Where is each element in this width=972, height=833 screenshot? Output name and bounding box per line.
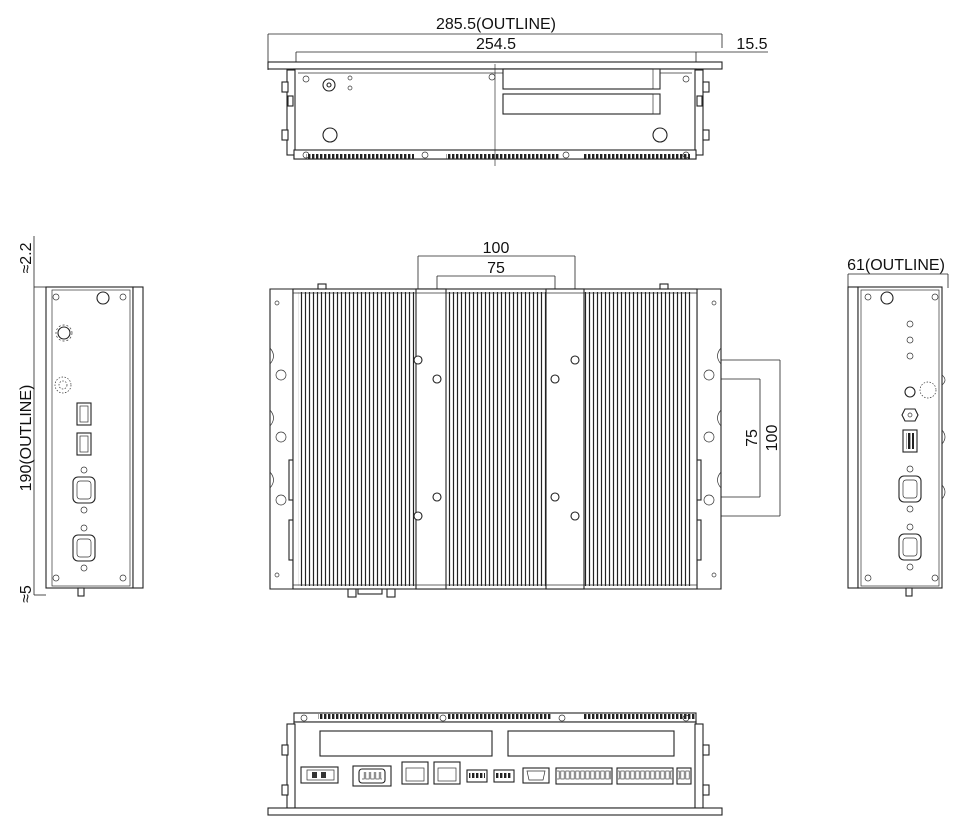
left-height-dim: 190(OUTLINE)	[18, 385, 35, 492]
top-flange-dim: 15.5	[736, 36, 767, 53]
front-io-view	[267, 712, 723, 816]
top-inner-dim: 254.5	[476, 36, 516, 53]
side-depth-dim: 61(OUTLINE)	[847, 257, 945, 274]
right-side-view: 61(OUTLINE)	[847, 257, 949, 597]
center-bottom-view: 100 75 75 100	[269, 240, 781, 598]
mount-outer-height-dim: 100	[764, 425, 781, 452]
mount-inner-width-dim: 75	[487, 260, 505, 277]
mount-outer-width-dim: 100	[483, 240, 510, 257]
mount-inner-height-dim: 75	[744, 429, 761, 447]
top-view: 285.5(OUTLINE) 254.5 15.5	[267, 16, 768, 166]
left-side-view: ≈2.2 190(OUTLINE) ≈5	[18, 236, 144, 603]
top-outline-dim: 285.5(OUTLINE)	[436, 16, 556, 33]
left-bottom-gap-dim: ≈5	[18, 585, 35, 603]
left-top-gap-dim: ≈2.2	[18, 242, 35, 273]
